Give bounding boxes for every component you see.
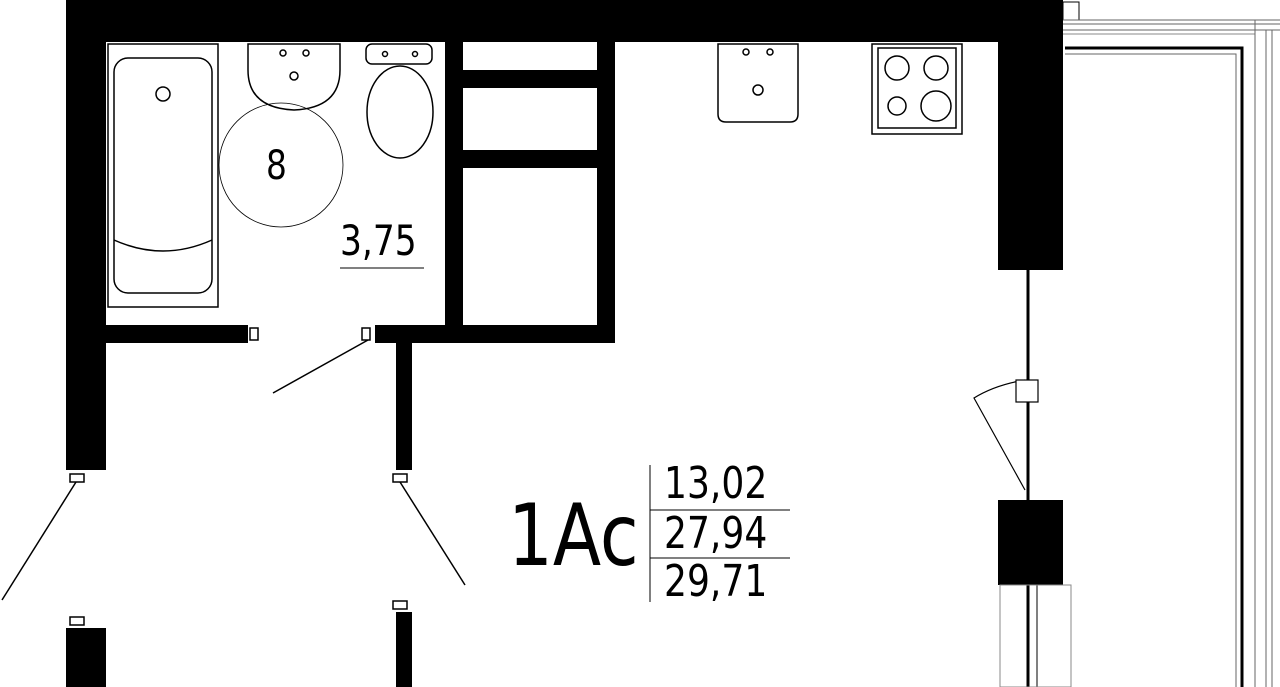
total-area-with-balcony: 29,71 (664, 556, 768, 607)
stove (871, 43, 963, 135)
kitchen-sink (717, 43, 799, 123)
bathtub (107, 43, 219, 308)
living-area: 13,02 (664, 458, 768, 509)
bathroom-sink (247, 43, 341, 111)
bathroom-area: 3,75 (340, 216, 417, 265)
total-area: 27,94 (664, 508, 768, 559)
doors (1, 327, 466, 626)
room-number: 8 (266, 143, 287, 189)
toilet (365, 43, 433, 65)
balcony (973, 1, 1280, 687)
walls (66, 0, 1063, 687)
unit-type-label: 1Ac (508, 486, 639, 586)
fixtures (107, 43, 963, 602)
turning-circle (218, 102, 344, 228)
